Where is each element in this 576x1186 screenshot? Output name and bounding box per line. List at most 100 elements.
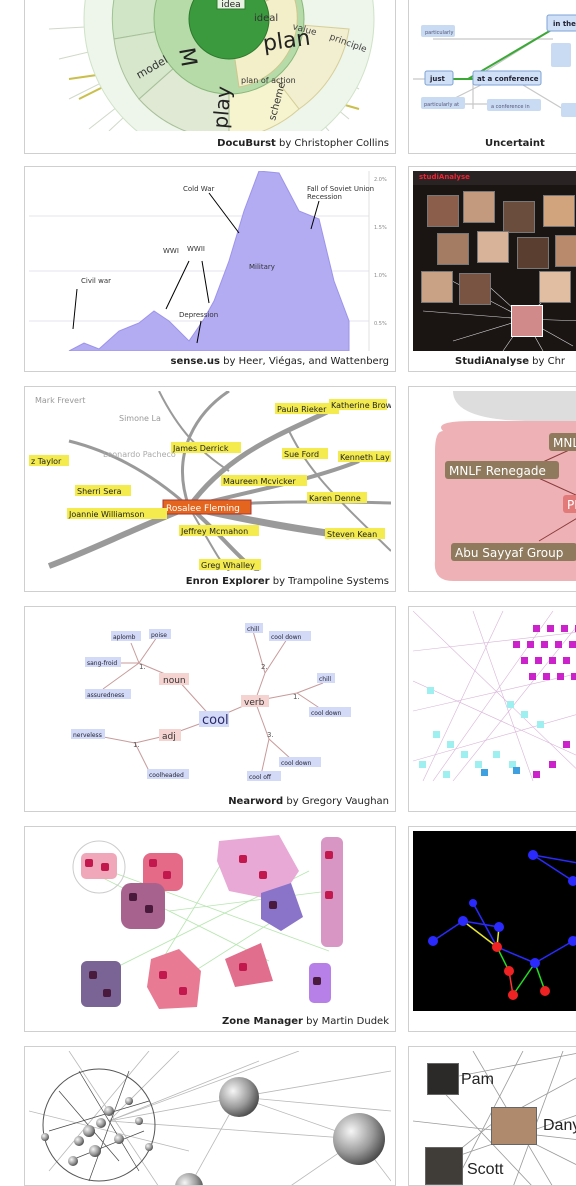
caption-byline: by Trampoline Systems (272, 576, 389, 587)
nearword-sense: 2. (261, 663, 268, 671)
profile-photo[interactable] (427, 195, 459, 227)
nearword-word: cool down (271, 634, 302, 641)
gallery-card-matrix[interactable] (408, 606, 576, 812)
groups-thumbnail[interactable]: MNLF Renegade MNL Abu Sayyaf Group PI (413, 391, 576, 587)
avatar[interactable] (427, 1063, 459, 1095)
profile-photo[interactable] (539, 271, 571, 303)
nearword-word: poise (151, 632, 167, 639)
profile-photo[interactable] (421, 271, 453, 303)
gallery-card-enron[interactable]: Mark Frevert Simone La Leonardo Pacheco … (24, 386, 396, 592)
gallery-card-social[interactable]: Pam Dany Scott (408, 1046, 576, 1186)
senseus-annotation: WWII (187, 245, 205, 253)
uncertainty-word: particularly (425, 30, 453, 36)
gallery-card-spheres[interactable] (24, 1046, 396, 1186)
uncertainty-thumbnail[interactable]: particularly in the just at a conference… (413, 0, 576, 131)
avatar[interactable] (425, 1147, 463, 1185)
gallery-card-senseus[interactable]: Cold War Fall of Soviet Union Recession … (24, 166, 396, 372)
gallery-card-groups[interactable]: MNLF Renegade MNL Abu Sayyaf Group PI (408, 386, 576, 592)
caption-title: Zone Manager (222, 1016, 303, 1027)
spheres-graph (29, 1051, 391, 1185)
profile-photo[interactable] (463, 191, 495, 223)
nearword-word: nerveless (73, 732, 102, 739)
studianalyse-logo: studiAnalyse (419, 173, 470, 181)
enron-person-label: Paula Rieker (277, 405, 327, 414)
group-label: MNL (553, 436, 576, 450)
gallery-caption[interactable]: StudiAnalyse by Chr (455, 356, 565, 367)
spheres-thumbnail[interactable] (29, 1051, 391, 1185)
profile-photo[interactable] (555, 235, 576, 267)
gallery-caption[interactable]: sense.us by Heer, Viégas, and Wattenberg (171, 356, 389, 367)
avatar[interactable] (491, 1107, 537, 1145)
gallery-caption[interactable]: DocuBurst by Christopher Collins (217, 138, 389, 149)
nearword-sense: 1. (139, 663, 146, 671)
senseus-annotation: Civil war (81, 277, 111, 285)
gallery-card-studianalyse[interactable]: studiAnalyse StudiAnalyse by Chr (408, 166, 576, 372)
gallery-card-uncertainty[interactable]: particularly in the just at a conference… (408, 0, 576, 154)
enron-person-label: James Derrick (172, 444, 229, 453)
caption-byline: by Gregory Vaughan (286, 796, 389, 807)
group-label: Abu Sayyaf Group (455, 546, 563, 560)
uncertainty-word: particularly at (424, 102, 459, 108)
nearword-word: cool down (281, 760, 312, 767)
profile-photo[interactable] (517, 237, 549, 269)
profile-photo[interactable] (437, 233, 469, 265)
enron-person-label: Joannie Williamson (68, 510, 144, 519)
matrix-thumbnail[interactable] (413, 611, 576, 781)
gallery-caption[interactable]: Uncertaint (485, 138, 545, 149)
nearword-word: chill (319, 676, 331, 683)
enron-person-label: Leonardo Pacheco (103, 450, 176, 459)
nearword-pos: verb (244, 698, 265, 708)
profile-photo[interactable] (543, 195, 575, 227)
gallery-caption[interactable]: Nearword by Gregory Vaughan (228, 796, 389, 807)
black-graph-network (428, 850, 576, 1000)
senseus-area-chart: Cold War Fall of Soviet Union Recession … (29, 171, 391, 351)
docuburst-root-letter: M (173, 46, 201, 69)
caption-title: Enron Explorer (185, 576, 270, 587)
gallery-caption[interactable]: Zone Manager by Martin Dudek (222, 1016, 389, 1027)
gallery-card-black-graph[interactable] (408, 826, 576, 1032)
senseus-ytick: 1.0% (374, 273, 387, 279)
nearword-sense: 1. (133, 741, 140, 749)
profile-photo[interactable] (511, 305, 543, 337)
enron-person-label: Maureen Mcvicker (223, 477, 296, 486)
uncertainty-word: at a conference (477, 75, 539, 83)
social-thumbnail[interactable]: Pam Dany Scott (413, 1051, 576, 1185)
profile-photo[interactable] (477, 231, 509, 263)
uncertainty-word: in the (553, 20, 576, 28)
enron-person-label: Karen Denne (309, 494, 361, 503)
profile-photo[interactable] (503, 201, 535, 233)
caption-byline: by Christopher Collins (278, 138, 389, 149)
caption-title: Uncertaint (485, 138, 545, 149)
nearword-word: sang-froid (87, 660, 117, 667)
enron-person-label: Steven Kean (327, 530, 377, 539)
senseus-thumbnail[interactable]: Cold War Fall of Soviet Union Recession … (29, 171, 391, 351)
enron-thumbnail[interactable]: Mark Frevert Simone La Leonardo Pacheco … (29, 391, 391, 571)
uncertainty-graph: particularly in the just at a conference… (413, 14, 576, 117)
gallery-card-nearword[interactable]: cool noun verb adj 1. 2. 1. 3. 1. aplomb… (24, 606, 396, 812)
studianalyse-thumbnail[interactable]: studiAnalyse (413, 171, 576, 351)
enron-person-label: Kenneth Lay (340, 453, 390, 462)
docuburst-word: idea (221, 0, 240, 10)
senseus-annotation: Military (249, 263, 275, 271)
nearword-thumbnail[interactable]: cool noun verb adj 1. 2. 1. 3. 1. aplomb… (29, 611, 391, 791)
nearword-graph: cool noun verb adj 1. 2. 1. 3. 1. aplomb… (71, 623, 351, 781)
nearword-word: chill (247, 626, 259, 633)
groups-diagram: MNLF Renegade MNL Abu Sayyaf Group PI (434, 391, 576, 581)
caption-title: DocuBurst (217, 138, 276, 149)
nearword-center-word: cool (202, 713, 229, 728)
docuburst-word: plan of action (241, 76, 296, 85)
gallery-card-zone-manager[interactable]: Zone Manager by Martin Dudek (24, 826, 396, 1032)
zone-manager-thumbnail[interactable] (29, 831, 391, 1011)
studianalyse-toolbar (413, 171, 576, 185)
senseus-annotation: Recession (307, 193, 342, 201)
docuburst-thumbnail[interactable]: idea plan ideal value principle model pl… (29, 0, 391, 131)
caption-title: Nearword (228, 796, 284, 807)
gallery-card-docuburst[interactable]: idea plan ideal value principle model pl… (24, 0, 396, 154)
enron-person-label: Mark Frevert (35, 396, 85, 405)
black-graph-thumbnail[interactable] (413, 831, 576, 1011)
social-name: Dany (543, 1117, 576, 1134)
social-name: Scott (467, 1161, 504, 1178)
profile-photo[interactable] (459, 273, 491, 305)
gallery-caption[interactable]: Enron Explorer by Trampoline Systems (186, 576, 389, 587)
caption-title: StudiAnalyse (455, 356, 529, 367)
